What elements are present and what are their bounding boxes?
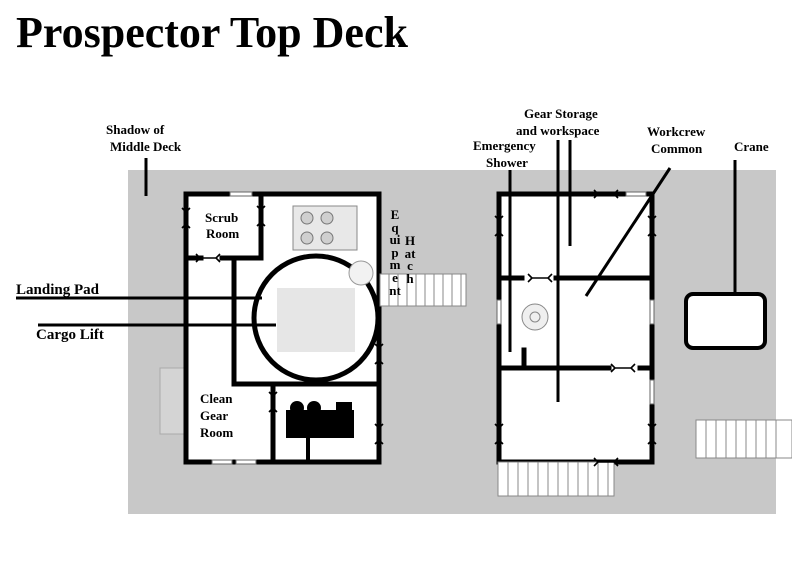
left-module [183,191,382,465]
label-room: Room [200,425,234,440]
label-shadow-of: Shadow of [106,122,165,137]
cargo-lift [277,288,355,352]
crane-icon [684,292,767,350]
label-hatch: Hatch [404,233,416,286]
leader-lines [16,140,737,402]
label-scrub-room: Room [206,226,240,241]
label-gear: Gear [200,408,229,423]
label-shower: Shower [486,155,528,170]
label-and-workspace: and workspace [516,123,600,138]
label-cargo-lift: Cargo Lift [36,327,104,343]
label-scrub: Scrub [205,210,239,225]
label-clean: Clean [200,391,233,406]
label-common: Common [651,141,703,156]
label-landing-pad: Landing Pad [16,282,99,298]
label-middle-deck: Middle Deck [110,139,182,154]
label-emergency: Emergency [473,138,536,153]
door-icon [181,189,657,467]
label-equipment: Equipment [389,207,401,298]
lower-step [159,367,187,435]
side-stairs-icon [695,419,792,459]
label-crane: Crane [734,139,769,154]
lower-stairs-icon [497,461,615,497]
gear-rack-icon [286,401,354,462]
hatch-valve-icon [348,260,374,286]
stairs-icon [379,273,467,307]
page-title: Prospector Top Deck [16,8,408,57]
right-module [496,191,655,465]
shower-icon [521,303,549,331]
label-gear-storage: Gear Storage [524,106,598,121]
console-icon [292,205,358,251]
label-workcrew: Workcrew [647,124,706,139]
